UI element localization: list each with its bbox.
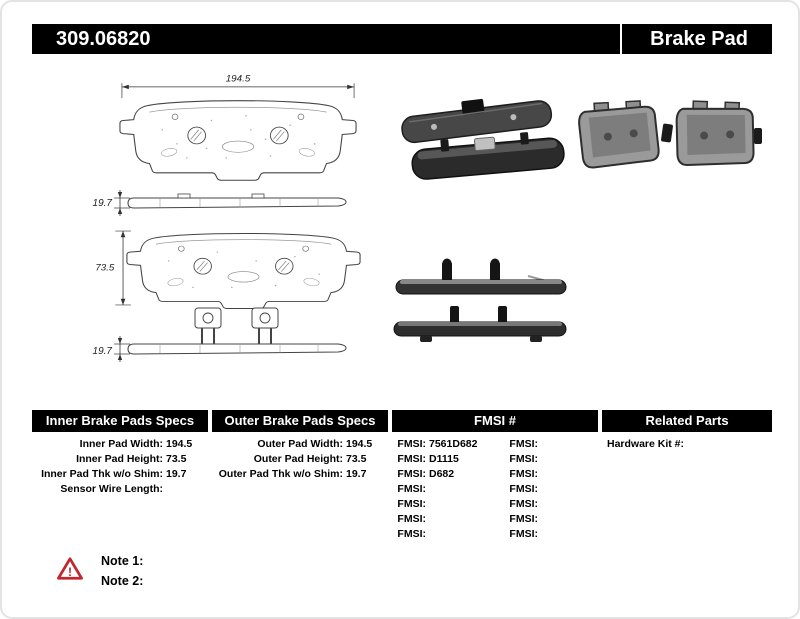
- fmsi-column-1: FMSI:7561D682 FMSI:D1115 FMSI:D682 FMSI:…: [392, 437, 504, 542]
- pad-edge-drawing-inner: 19.7: [93, 307, 347, 362]
- pad-thickness-inner-label: 19.7: [93, 346, 113, 357]
- table-row: Outer Pad Width:194.5: [257, 438, 373, 450]
- table-row: Outer Pad Height:73.5: [253, 453, 367, 465]
- table-row: FMSI:: [509, 468, 538, 480]
- pad-front-drawing-inner: 73.5: [95, 230, 361, 309]
- outer-pad-specs-table: Outer Brake Pads Specs Outer Pad Width:1…: [212, 410, 388, 542]
- table-row: Inner Pad Width:194.5: [79, 438, 193, 450]
- spec-tables: Inner Brake Pads Specs Inner Pad Width:1…: [32, 410, 772, 542]
- table-row: Inner Pad Thk w/o Shim:19.7: [41, 468, 187, 480]
- fmsi-column-2: FMSI: FMSI: FMSI: FMSI: FMSI: FMSI: FMSI…: [504, 437, 598, 542]
- wear-sensor-clip: [251, 307, 279, 344]
- svg-text:!: !: [68, 565, 72, 579]
- table-row: FMSI:: [509, 528, 538, 540]
- table-row: FMSI:D1115: [397, 453, 459, 465]
- pad-photo-edge-views: [393, 258, 567, 342]
- fmsi-table: FMSI # FMSI:7561D682 FMSI:D1115 FMSI:D68…: [392, 410, 598, 542]
- inner-specs-header: Inner Brake Pads Specs: [32, 410, 208, 432]
- table-row: Outer Pad Thk w/o Shim:19.7: [218, 468, 367, 480]
- table-row: FMSI:: [397, 498, 426, 510]
- table-row: FMSI:: [509, 438, 538, 450]
- pad-width-dimension-label: 194.5: [226, 74, 251, 85]
- wear-sensor-clip: [194, 307, 222, 344]
- note-1-label: Note 1:: [101, 554, 144, 568]
- pad-front-drawing-outer: 194.5: [119, 74, 357, 181]
- table-row: FMSI:: [397, 483, 426, 495]
- warning-triangle-icon: !: [56, 556, 84, 586]
- header-divider: [620, 24, 622, 54]
- table-row: FMSI:: [509, 453, 538, 465]
- table-row: FMSI:: [397, 528, 426, 540]
- related-parts-table: Related Parts Hardware Kit #:: [602, 410, 772, 542]
- related-parts-header: Related Parts: [602, 410, 772, 432]
- note-lines: Note 1: Note 2:: [101, 551, 143, 591]
- pad-height-dimension-label: 73.5: [95, 263, 115, 272]
- table-row: Sensor Wire Length:: [60, 483, 163, 495]
- pad-outline: [126, 232, 361, 309]
- table-row: Hardware Kit #:: [607, 438, 685, 450]
- table-row: FMSI:: [509, 498, 538, 510]
- table-row: FMSI:D682: [397, 468, 455, 480]
- pad-edge-drawing-outer: 19.7: [93, 190, 347, 216]
- notes-section: ! Note 1: Note 2:: [56, 551, 143, 591]
- outer-specs-header: Outer Brake Pads Specs: [212, 410, 388, 432]
- note-2-label: Note 2:: [101, 574, 144, 588]
- product-type-label: Brake Pad: [650, 27, 748, 50]
- fmsi-header: FMSI #: [392, 410, 598, 432]
- inner-pad-specs-table: Inner Brake Pads Specs Inner Pad Width:1…: [32, 410, 208, 542]
- pad-outline: [119, 100, 357, 181]
- pad-thickness-outer-label: 19.7: [93, 198, 113, 209]
- pad-photo-pair: [578, 100, 762, 169]
- table-row: Inner Pad Height:73.5: [76, 453, 187, 465]
- table-row: FMSI:: [397, 513, 426, 525]
- pad-photo-assembled: [401, 98, 565, 180]
- table-row: FMSI:7561D682: [397, 438, 478, 450]
- table-row: FMSI:: [509, 483, 538, 495]
- header-bar: 309.06820 Brake Pad: [32, 24, 772, 54]
- part-number: 309.06820: [56, 27, 151, 50]
- table-row: FMSI:: [509, 513, 538, 525]
